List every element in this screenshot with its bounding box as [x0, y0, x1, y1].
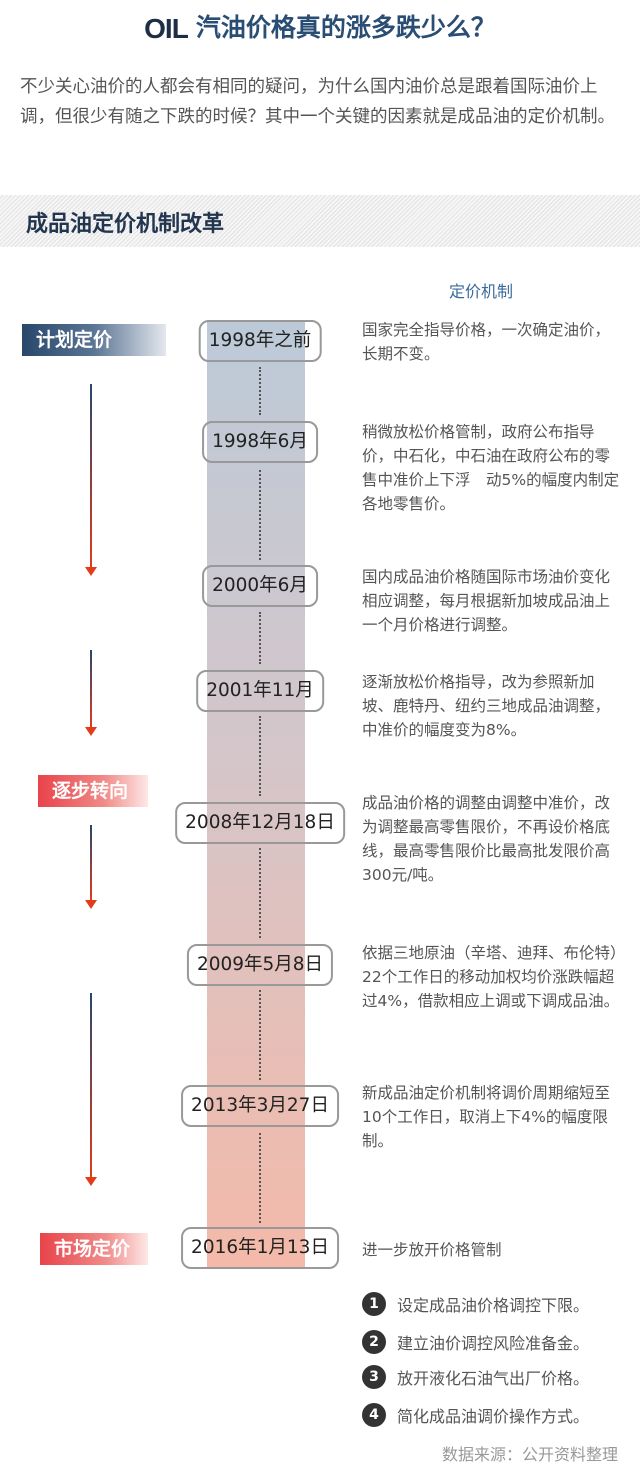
- arrow-down-icon: [85, 825, 97, 909]
- date-box: 1998年之前: [198, 320, 322, 362]
- date-box: 2016年1月13日: [181, 1227, 339, 1269]
- date-box: 1998年6月: [202, 421, 318, 463]
- connector: [259, 848, 261, 938]
- stage-label-plan: 计划定价: [22, 324, 166, 356]
- measure-text: 设定成品油价格调控下限。: [397, 1296, 590, 1315]
- connector: [259, 990, 261, 1080]
- measure-item: 4 简化成品油调价操作方式。: [362, 1403, 589, 1427]
- measure-item: 3 放开液化石油气出厂价格。: [362, 1365, 589, 1389]
- connector: [259, 470, 261, 560]
- section-band: [0, 195, 640, 247]
- date-box: 2001年11月: [196, 670, 324, 712]
- timeline-description: 国家完全指导价格，一次确定油价，长期不变。: [362, 321, 611, 363]
- arrow-down-icon: [85, 384, 97, 576]
- connector: [259, 612, 261, 664]
- timeline-description: 成品油价格的调整由调整中准价，改为调整最高零售限价，不再设价格底线，最高零售限价…: [362, 794, 611, 884]
- number-badge-icon: 1: [362, 1292, 386, 1316]
- number-badge-icon: 4: [362, 1403, 386, 1427]
- date-box: 2008年12月18日: [175, 802, 345, 844]
- connector: [259, 716, 261, 796]
- timeline-description: 逐渐放松价格指导，改为参照新加坡、鹿特丹、纽约三地成品油调整，中准价的幅度变为8…: [362, 673, 611, 739]
- measure-text: 放开液化石油气出厂价格。: [397, 1369, 590, 1388]
- stage-label-transition: 逐步转向: [38, 775, 148, 807]
- column-header: 定价机制: [449, 282, 514, 301]
- connector: [259, 367, 261, 415]
- date-box: 2013年3月27日: [181, 1085, 339, 1127]
- connector: [259, 1133, 261, 1223]
- source-note: 数据来源：公开资料整理: [441, 1445, 618, 1464]
- intro-paragraph: 不少关心油价的人都会有相同的疑问，为什么国内油价总是跟着国际油价上调，但很少有随…: [20, 77, 615, 127]
- section-title: 成品油定价机制改革: [26, 212, 225, 237]
- timeline-description: 新成品油定价机制将调价周期缩短至10个工作日，取消上下4%的幅度限制。: [362, 1084, 611, 1150]
- number-badge-icon: 3: [362, 1365, 386, 1389]
- title-text: 汽油价格真的涨多跌少么？: [195, 13, 496, 42]
- measure-item: 2 建立油价调控风险准备金。: [362, 1330, 589, 1354]
- arrow-down-icon: [85, 993, 97, 1186]
- measure-text: 简化成品油调价操作方式。: [397, 1407, 590, 1426]
- timeline-column: [207, 320, 305, 1268]
- date-box: 2000年6月: [202, 565, 318, 607]
- timeline-description: 稍微放松价格管制，政府公布指导价，中石化，中石油在政府公布的零售中准价上下浮 动…: [362, 423, 620, 513]
- measure-item: 1 设定成品油价格调控下限。: [362, 1292, 589, 1316]
- arrow-down-icon: [85, 650, 97, 736]
- timeline-description: 进一步放开价格管制: [362, 1241, 502, 1259]
- measure-text: 建立油价调控风险准备金。: [397, 1334, 590, 1353]
- number-badge-icon: 2: [362, 1330, 386, 1354]
- timeline-description: 国内成品油价格随国际市场油价变化相应调整，每月根据新加坡成品油上一个月价格进行调…: [362, 568, 611, 634]
- date-box: 2009年5月8日: [186, 944, 334, 986]
- timeline-description: 依据三地原油（辛塔、迪拜、布伦特）22个工作日的移动加权均价涨跌幅超过4%，借款…: [362, 944, 620, 1010]
- stage-label-market: 市场定价: [40, 1233, 148, 1265]
- oil-logo-icon: OIL: [144, 13, 189, 44]
